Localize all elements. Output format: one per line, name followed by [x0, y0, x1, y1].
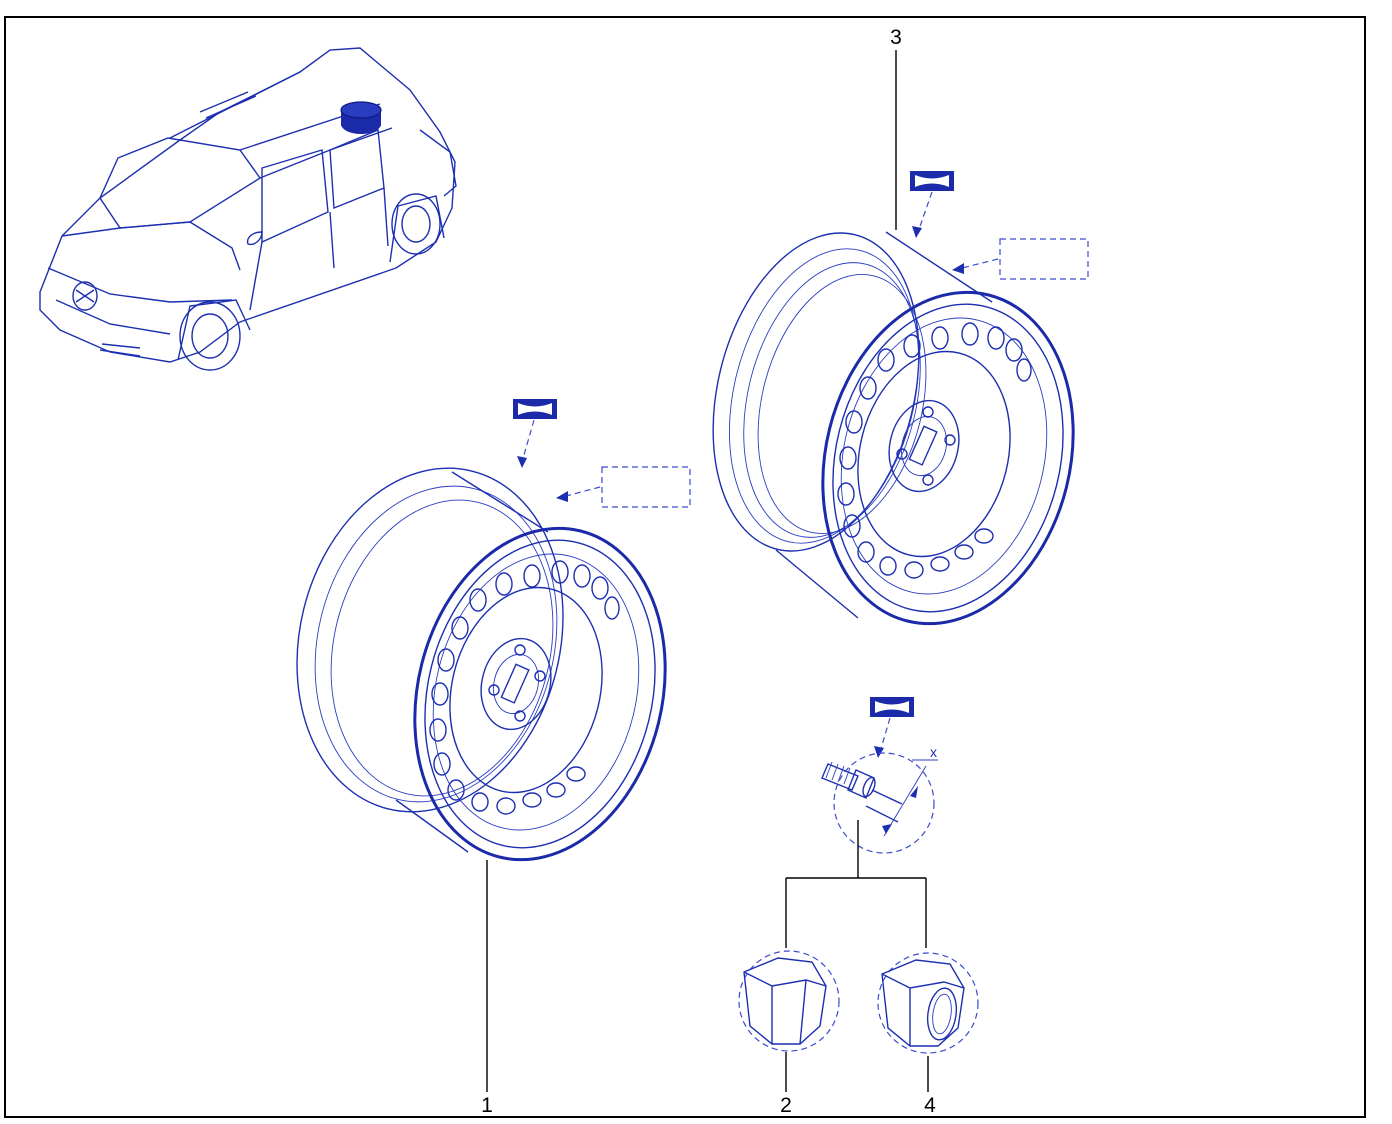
tyre-label-icon	[910, 171, 954, 191]
car-icon	[39, 47, 457, 371]
diagram-frame	[4, 16, 1366, 1118]
steel-wheel-front	[296, 467, 667, 862]
steel-wheel-spare	[712, 231, 1075, 626]
wheel-bolt	[821, 761, 876, 799]
callout-2: 2	[780, 1094, 792, 1117]
callout-4: 4	[924, 1094, 936, 1117]
callout-3: 3	[890, 26, 902, 49]
callout-1: 1	[481, 1094, 493, 1117]
bolt-detail-circle	[833, 752, 935, 854]
tyre-label-icon	[870, 697, 914, 717]
bolt-cap-hex-closed	[738, 950, 840, 1052]
tyre-label-icon	[513, 399, 557, 419]
bolt-cap-hex-open	[877, 952, 979, 1054]
dimension-label-x: x	[930, 744, 937, 760]
